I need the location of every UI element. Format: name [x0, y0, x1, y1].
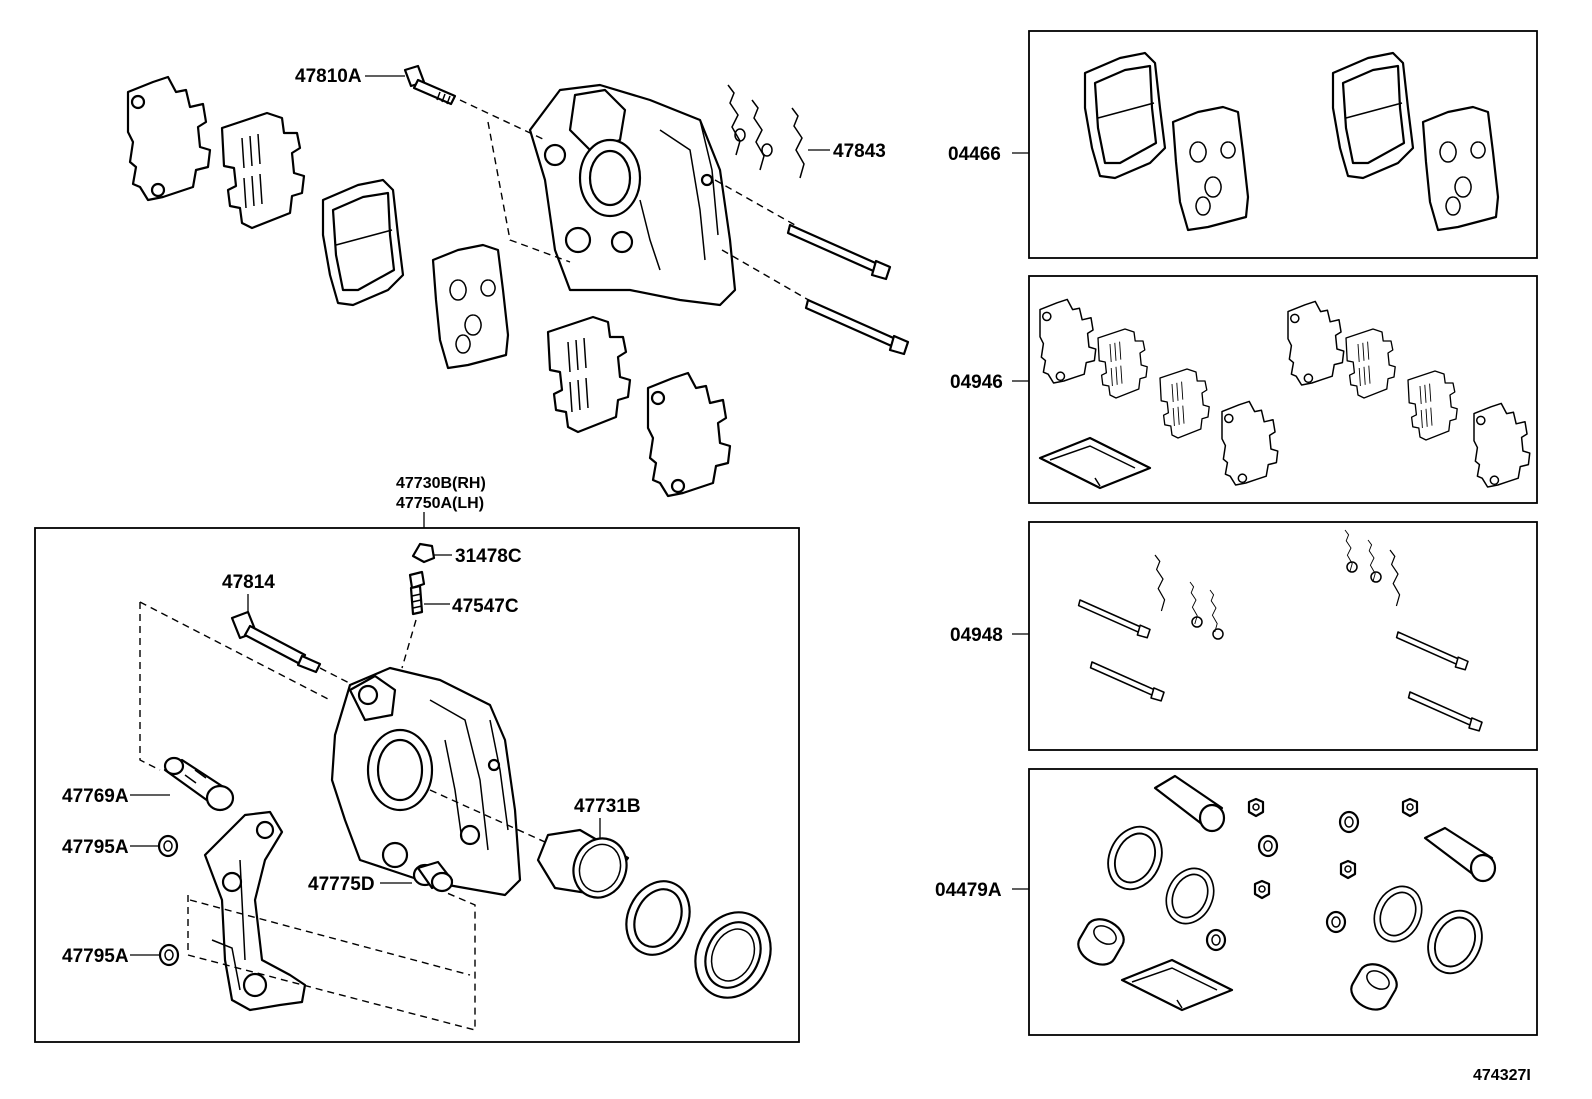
mounting-bracket [203, 810, 307, 1012]
shim-outer-right [646, 371, 732, 498]
label-04466: 04466 [948, 144, 1001, 165]
shim-outer-left [126, 75, 212, 202]
label-04948: 04948 [950, 625, 1003, 646]
shim-inner-left [220, 111, 306, 230]
kit-04479A-seals: 04479A [935, 768, 1538, 1036]
washer-47795A-2 [158, 943, 180, 967]
caliper-body-lower [330, 666, 522, 897]
figure-id: 474327I [1473, 1067, 1531, 1084]
dust-boot-47769A [163, 756, 235, 812]
shim-inner-right [546, 315, 632, 434]
bleeder-cap-31478C [411, 542, 436, 564]
kit-04466-pads: 04466 [948, 30, 1538, 259]
caliper-assembly-box [34, 527, 800, 1043]
kit-04946-shims: 04946 [950, 275, 1538, 504]
piston-boot [694, 911, 772, 999]
label-04946: 04946 [950, 372, 1003, 393]
guide-pin-2 [804, 298, 910, 356]
kit-04948-hardware: 04948 [950, 521, 1538, 751]
label-47775D: 47775D [308, 874, 375, 895]
boot-47775D [412, 860, 454, 893]
label-47547C: 47547C [452, 596, 519, 617]
piston-47731B [536, 828, 630, 899]
label-47795A-1: 47795A [62, 837, 129, 858]
label-04479A: 04479A [935, 880, 1002, 901]
caliper-body-top [528, 83, 737, 307]
label-47769A: 47769A [62, 786, 129, 807]
lower-caliper-assembly: 31478C 47547C 47814 [62, 542, 772, 1031]
bleeder-screw-47547C [408, 570, 426, 616]
brake-pad-left [321, 178, 405, 307]
label-31478C: 31478C [455, 546, 522, 567]
bolt-47810A [403, 64, 457, 106]
label-47795A-2: 47795A [62, 946, 129, 967]
label-47810A: 47810A [295, 66, 362, 87]
label-47750A: 47750A(LH) [396, 495, 484, 512]
washer-47795A-1 [157, 834, 179, 858]
label-47730B: 47730B(RH) [396, 475, 486, 492]
label-47814: 47814 [222, 572, 275, 593]
piston-seal [613, 869, 703, 967]
guide-pin-1 [786, 223, 892, 281]
pad-backplate [431, 243, 510, 370]
kit-boot-1 [1153, 774, 1226, 833]
bolt-47814 [230, 610, 322, 674]
label-47731B: 47731B [574, 796, 641, 817]
upper-exploded-assembly: 47810A 47843 [126, 64, 910, 498]
kit-boot-2 [1423, 826, 1497, 883]
spring-clips-47843 [727, 84, 805, 179]
label-47843: 47843 [833, 141, 886, 162]
